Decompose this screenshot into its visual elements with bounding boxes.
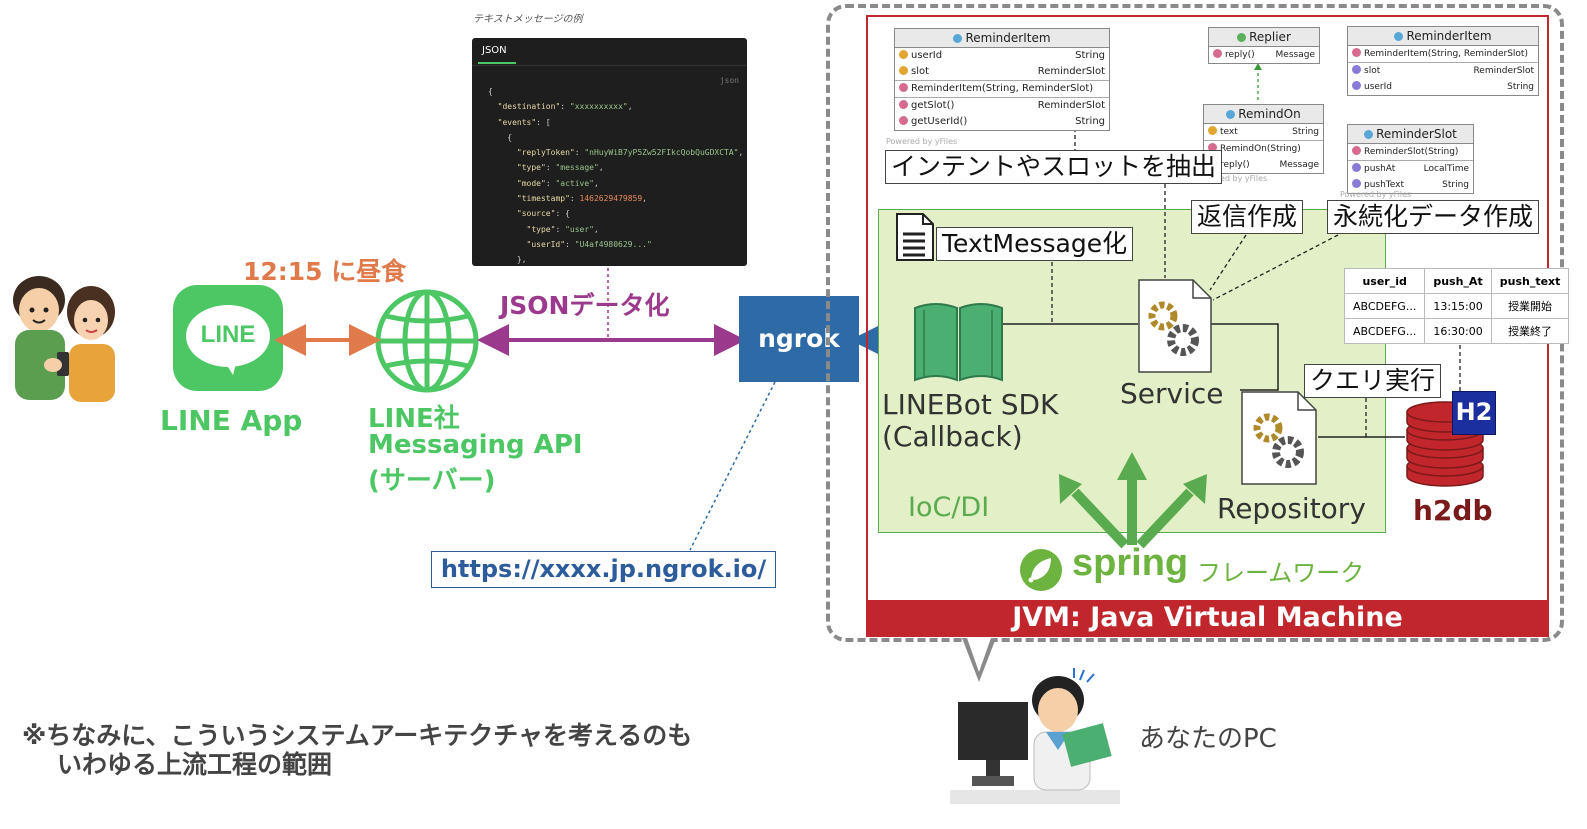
spring-leaf-icon [1020, 549, 1062, 591]
db-header: push_At [1424, 268, 1492, 294]
db-cell: 13:15:00 [1424, 293, 1492, 319]
powered-by: Powered by yFiles [1340, 190, 1412, 199]
code-line: "mode": "active", [516, 178, 599, 188]
code-line: }, [488, 255, 527, 265]
service-gear-icon [1138, 279, 1212, 373]
table-row: ABCDEFG... 13:15:00 授業開始 [1343, 293, 1570, 319]
api-label-3: (サーバー) [368, 466, 496, 496]
code-line: "userId": "U4af4980629..." [526, 239, 652, 249]
sdk-label-1: LINEBot SDK [882, 388, 1059, 421]
code-line: "type": "user", [526, 224, 599, 234]
powered-by: Powered by yFiles [1196, 174, 1268, 183]
db-cell: 16:30:00 [1424, 318, 1492, 344]
code-line: "type": "message", [516, 163, 604, 173]
footer-note-2: いわゆる上流工程の範囲 [57, 750, 333, 779]
uml-reminder-slot: ReminderSlot ReminderSlot(String) pushAt… [1347, 124, 1474, 194]
query-label: クエリ実行 [1304, 364, 1442, 398]
jvm-bar: JVM: Java Virtual Machine [866, 600, 1549, 637]
json-caption: テキストメッセージの例 [473, 14, 583, 25]
db-cell: ABCDEFG... [1343, 318, 1426, 344]
db-header: user_id [1343, 268, 1426, 294]
code-line: "replyToken": "nHuyWiB7yP5Zw52FIkcQobQuG… [516, 148, 744, 158]
repository-label: Repository [1217, 492, 1366, 525]
code-line: "events": [ [497, 117, 551, 127]
api-label-1: LINE社 [368, 404, 460, 434]
framework-label: フレームワーク [1197, 559, 1365, 587]
uml-replier: Replier reply()Message [1208, 27, 1320, 64]
json-code-panel: JSON json { "destination": "xxxxxxxxxx",… [472, 38, 747, 266]
code-line: "destination": "xxxxxxxxxx", [497, 102, 633, 112]
sdk-label-2: (Callback) [882, 420, 1023, 453]
persist-label: 永続化データ作成 [1327, 200, 1540, 234]
code-line: { [488, 132, 513, 142]
json-tab[interactable]: JSON [482, 45, 507, 56]
uml-reminder-item-2: ReminderItem ReminderItem(String, Remind… [1347, 26, 1539, 96]
iocdi-label: IoC/DI [908, 492, 990, 523]
spring-logo-text: spring [1072, 542, 1189, 584]
document-icon [896, 213, 934, 261]
uml-class-name: ReminderItem [965, 31, 1051, 45]
json-code-lines: { "destination": "xxxxxxxxxx", "events":… [488, 84, 743, 266]
table-row: ABCDEFG... 16:30:00 授業終了 [1343, 318, 1570, 344]
pc-user-illustration [950, 668, 1120, 804]
intent-label: インテントやスロットを抽出 [885, 150, 1223, 184]
line-app-label: LINE App [160, 404, 303, 437]
db-cell: 授業開始 [1490, 293, 1570, 319]
json-arrow-label: JSONデータ化 [500, 291, 670, 320]
h2-badge: H2 [1452, 391, 1496, 435]
time-message: 12:15 に昼食 [243, 257, 407, 286]
code-line: "timestamp": 1462629479859, [516, 194, 647, 204]
line-logo-text: LINE [200, 321, 256, 348]
db-header: push_text [1490, 268, 1570, 294]
repository-gear-icon [1241, 391, 1317, 485]
jvm-label: JVM: Java Virtual Machine [1012, 602, 1403, 633]
line-app-icon: LINE [173, 285, 283, 391]
speech-bubble-icon [186, 305, 270, 367]
h2-badge-text: H2 [1455, 398, 1493, 426]
api-label-2: Messaging API [368, 430, 583, 460]
h2db-label: h2db [1413, 494, 1493, 527]
textmessage-label: TextMessage化 [936, 227, 1134, 261]
db-header-row: user_id push_At push_text [1343, 268, 1570, 294]
powered-by: Powered by yFiles [886, 137, 958, 146]
service-label: Service [1120, 377, 1224, 410]
db-cell: ABCDEFG... [1343, 293, 1426, 319]
code-line: "source": { [516, 209, 570, 219]
database-icon [1406, 401, 1484, 487]
ngrok-url[interactable]: https://xxxx.jp.ngrok.io/ [431, 551, 776, 588]
json-lang: json [719, 76, 739, 85]
db-table: user_id push_At push_text ABCDEFG... 13:… [1343, 268, 1570, 344]
book-icon [914, 303, 1003, 382]
reply-label: 返信作成 [1191, 200, 1304, 234]
db-cell: 授業終了 [1490, 318, 1570, 344]
users-illustration [13, 276, 115, 402]
footer-note-1: ※ちなみに、こういうシステムアーキテクチャを考えるのも [22, 721, 693, 750]
pc-label: あなたのPC [1139, 724, 1277, 754]
code-line: { [488, 87, 493, 96]
